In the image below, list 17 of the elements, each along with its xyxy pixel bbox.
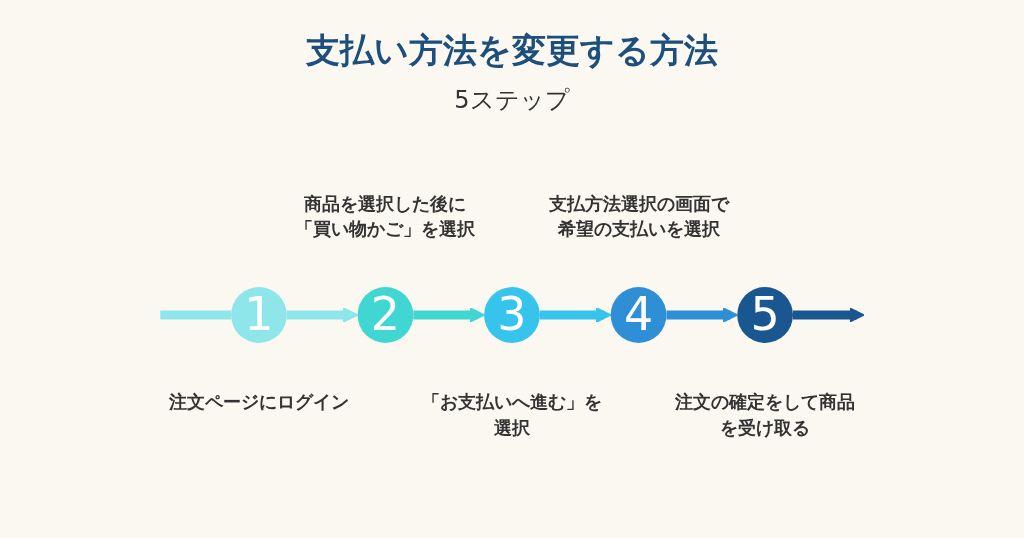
- step-circle: 5: [737, 287, 793, 343]
- step-caption: 注文ページにログイン: [167, 390, 350, 415]
- arrow: [539, 307, 612, 323]
- arrow: [286, 307, 359, 323]
- step-circle: 2: [357, 287, 414, 343]
- arrow: [666, 307, 738, 323]
- arrow: [793, 307, 865, 323]
- step-caption: 支払方法選択の画面で希望の支払いを選択: [547, 191, 730, 241]
- step-caption: 「お支払いへ進む」を選択: [421, 390, 603, 440]
- step-circle: 4: [610, 287, 667, 343]
- step-caption: 注文の確定をして商品を受け取る: [674, 390, 857, 440]
- step-circle: 1: [231, 287, 287, 343]
- subtitle: 5ステップ: [454, 85, 570, 116]
- title: 支払い方法を変更する方法: [306, 29, 718, 72]
- step-circle: 3: [484, 287, 540, 343]
- step-caption: 商品を選択した後に「買い物かご」を選択: [294, 191, 477, 241]
- arrow: [413, 307, 485, 323]
